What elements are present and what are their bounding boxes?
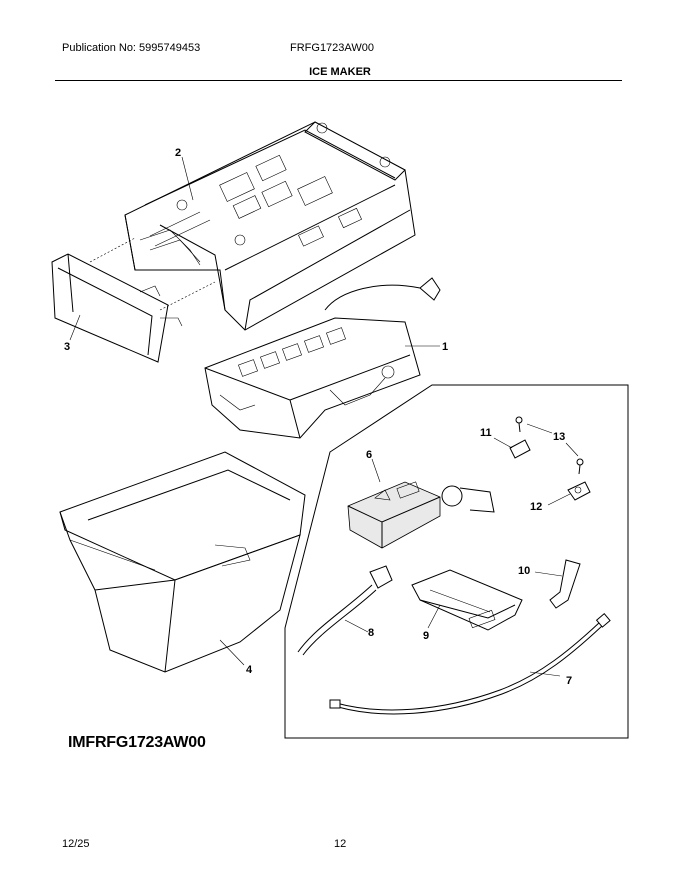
- callout-13: 13: [553, 431, 565, 443]
- page-title: ICE MAKER: [309, 66, 371, 78]
- callout-6: 6: [366, 449, 372, 461]
- callout-8: 8: [368, 627, 374, 639]
- callout-3: 3: [64, 341, 70, 353]
- leader-lines: [69, 156, 579, 677]
- publication-number: Publication No: 5995749453: [62, 42, 201, 54]
- part-4-ice-bucket[interactable]: [59, 451, 306, 673]
- callout-1: 1: [442, 341, 448, 353]
- part-6-control-module[interactable]: [347, 481, 495, 549]
- part-10-bracket[interactable]: [549, 559, 581, 609]
- callout-9: 9: [423, 630, 429, 642]
- model-number: FRFG1723AW00: [290, 42, 374, 54]
- part-7-wire-harness[interactable]: [329, 613, 611, 715]
- callout-11: 11: [480, 427, 492, 439]
- callout-labels: 2 3 1 6 11 13 12 10 9 8 7 4: [64, 147, 572, 687]
- callout-10: 10: [518, 565, 530, 577]
- callout-7: 7: [566, 675, 572, 687]
- part-3-front-cover[interactable]: [51, 237, 216, 363]
- callout-12: 12: [530, 501, 542, 513]
- part-9-mounting-bracket[interactable]: [411, 569, 523, 631]
- page-number: 12: [334, 838, 347, 850]
- footer-date: 12/25: [62, 838, 90, 850]
- service-parts-frame: [284, 384, 629, 739]
- callout-4: 4: [246, 664, 253, 676]
- header-rule: [55, 80, 622, 81]
- part-2-housing[interactable]: [124, 121, 416, 331]
- part-11-clamp[interactable]: [509, 439, 531, 459]
- part-8-fill-tube[interactable]: [297, 565, 393, 656]
- part-1-ice-maker-assembly[interactable]: [204, 277, 441, 439]
- part-13-screws[interactable]: [515, 416, 584, 475]
- diagram-code: IMFRFG1723AW00: [68, 734, 206, 751]
- part-12-clip[interactable]: [567, 481, 591, 501]
- callout-2: 2: [175, 147, 181, 159]
